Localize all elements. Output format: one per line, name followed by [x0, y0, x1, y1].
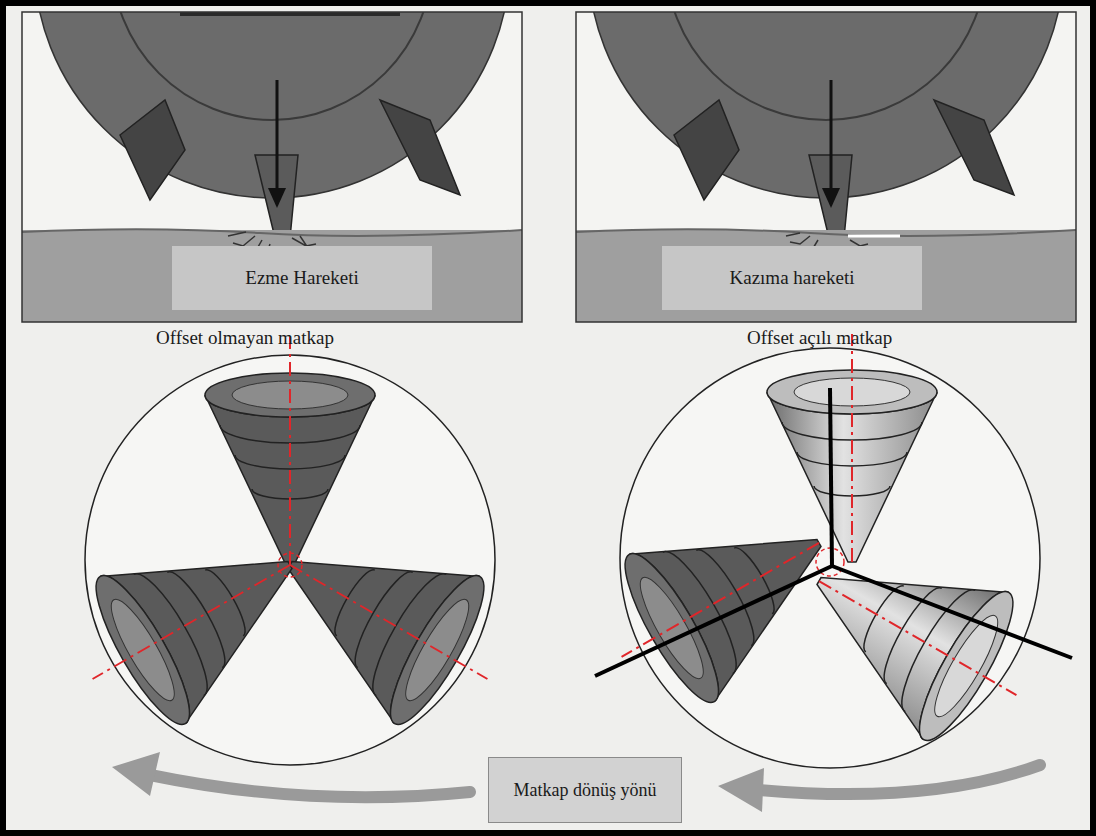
node-text: Kazıma hareketi: [729, 266, 854, 290]
rotation-direction-box: Matkap dönüş yönü: [488, 757, 682, 823]
bit-type-label: Offset açılı matkap: [747, 327, 892, 349]
node-text: Matkap dönüş yönü: [514, 779, 657, 802]
action-label-box: Ezme Hareketi: [172, 246, 432, 310]
action-label-box: Kazıma hareketi: [662, 246, 922, 310]
bit-type-label: Offset olmayan matkap: [156, 327, 334, 349]
node-text: Ezme Hareketi: [245, 266, 358, 290]
